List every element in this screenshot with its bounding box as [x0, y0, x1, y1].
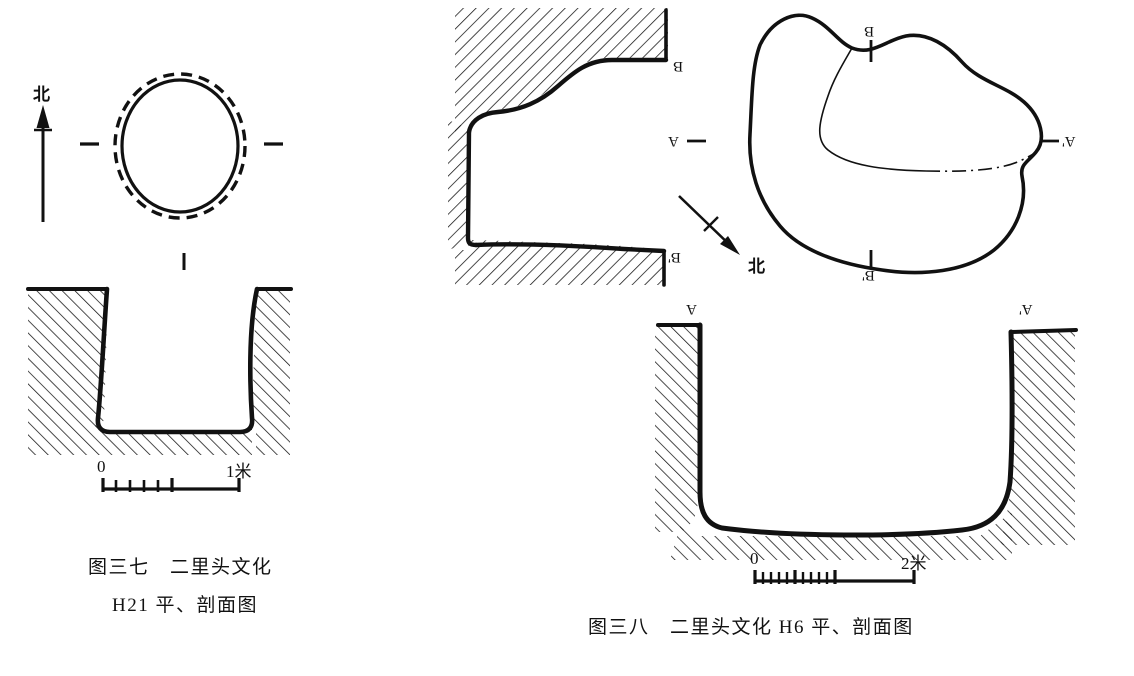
- fig38-plan-group: [687, 13, 1059, 275]
- plan-label-bprime: B': [862, 267, 875, 283]
- fig38-section-bb-group: [448, 8, 669, 287]
- plan-label-aprime: A': [1062, 133, 1076, 149]
- section-label-a: A: [686, 301, 697, 317]
- section-label-bprime-on-bb-section: B': [668, 249, 681, 265]
- caption-fig38: 图三八 二里头文化 H6 平、剖面图: [588, 617, 914, 638]
- scale-start-label-fig37: 0: [97, 457, 106, 476]
- plan-label-a: A: [668, 133, 679, 149]
- aa-ground-line-right: [1009, 328, 1078, 334]
- fig37-scale-bar: [101, 478, 241, 492]
- north-arrow-diagonal-icon: [678, 195, 740, 255]
- scale-end-label-fig38: 2米: [901, 554, 927, 573]
- section-label-aprime: A': [1019, 301, 1033, 317]
- fig37-section-group: [26, 286, 293, 455]
- bb-section-left-wall: [465, 129, 479, 248]
- fig38-scale-bar: [753, 570, 916, 584]
- scale-end-label-fig37: 1米: [226, 462, 252, 481]
- north-label-fig37: 北: [33, 85, 50, 104]
- plan-outer-dashed-circle: [113, 72, 247, 220]
- plan38-inner-ledge-dashdot: [925, 151, 1037, 173]
- caption-fig37-line1: 图三七 二里头文化: [88, 557, 273, 578]
- plan38-outer-outline: [747, 13, 1044, 275]
- bb-section-bottom-profile: [473, 242, 667, 254]
- plan38-inner-ledge-line: [818, 47, 927, 172]
- plan-label-b: B: [864, 23, 875, 39]
- aa-section-pit-profile: [697, 322, 1015, 538]
- fig38-section-aa-group: [655, 322, 1078, 560]
- fig37-plan-group: [80, 72, 283, 270]
- plan-inner-solid-circle: [120, 78, 240, 214]
- bb-section-upper-profile: [466, 57, 669, 135]
- caption-fig37-line2: H21 平、剖面图: [112, 595, 258, 616]
- north-arrow-up-icon: [34, 105, 52, 222]
- north-label-fig38: 北: [748, 257, 765, 276]
- scale-start-label-fig38: 0: [750, 549, 759, 568]
- section-label-b-on-bb-section: B: [673, 58, 684, 74]
- section-pit-profile: [95, 286, 260, 435]
